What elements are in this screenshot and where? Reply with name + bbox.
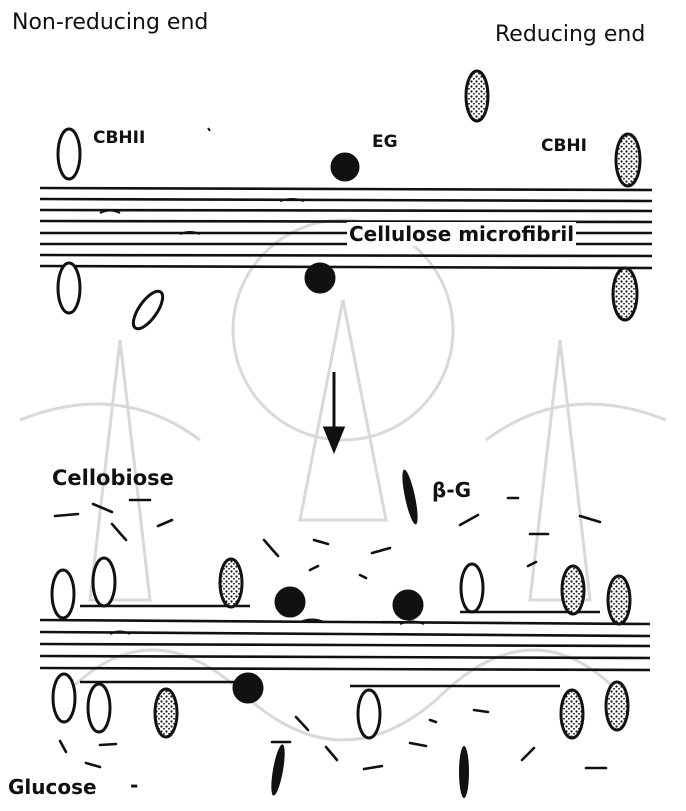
top-enzymes [58,71,640,333]
cbhi-label: CBHI [541,136,587,156]
eg-enzyme-icon [306,264,334,292]
beta-g-enzyme-icon [459,746,469,798]
cbhi-enzyme-icon [606,682,628,730]
cbhii-enzyme-icon [88,684,110,732]
cbhi-enzyme-icon [608,576,630,624]
cbhi-enzyme-icon [155,689,177,737]
cellobiose-label: Cellobiose [52,466,174,490]
cbhii-enzyme-icon [128,287,168,333]
cbhii-enzyme-icon [93,558,115,606]
glucose-dash: - [130,773,138,797]
reducing-end-label: Reducing end [495,22,645,47]
eg-label: EG [372,132,398,152]
cbhii-enzyme-icon [461,564,483,612]
cbhi-enzyme-icon [220,559,242,607]
cbhi-enzyme-icon [562,566,584,614]
eg-enzyme-icon [332,154,358,180]
eg-enzyme-icon [394,591,422,619]
glucose-label: Glucose [8,775,97,799]
eg-enzyme-icon [276,588,304,616]
cbhi-enzyme-icon [613,268,637,320]
cbhi-enzyme-icon [466,71,488,121]
cbhii-enzyme-icon [58,263,80,313]
cbhii-enzyme-icon [58,129,80,179]
cbhii-label: CBHII [93,128,145,148]
cbhi-enzyme-icon [561,690,583,738]
bottom-microfibril [40,606,650,686]
cbhii-enzyme-icon [358,690,380,738]
cbhii-enzyme-icon [53,674,75,722]
non-reducing-end-label: Non-reducing end [12,10,208,35]
stray-marks [208,128,210,131]
bottom-enzymes [52,558,630,738]
beta-g-label: β-G [432,478,471,502]
eg-enzyme-icon [234,674,262,702]
cellulose-microfibril-label: Cellulose microfibril [347,222,576,246]
cbhii-enzyme-icon [52,570,74,618]
beta-g-enzyme-icon [269,744,288,797]
cbhi-enzyme-icon [616,134,640,186]
beta-g-enzyme-icon [399,469,420,526]
